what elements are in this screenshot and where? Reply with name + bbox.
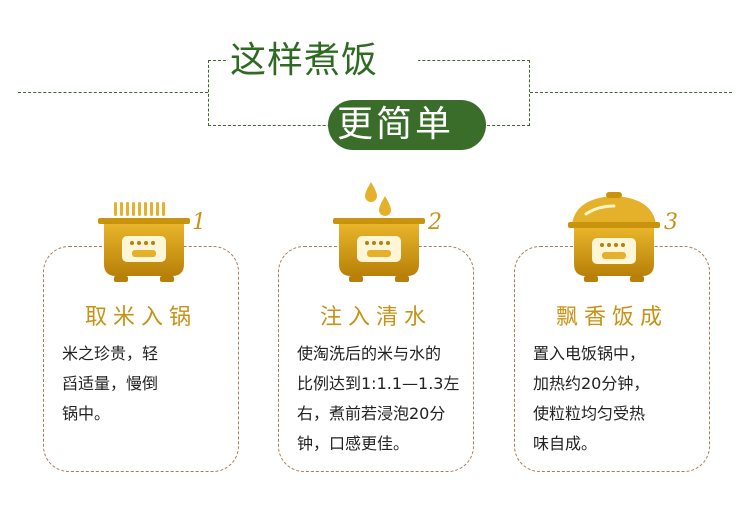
step-description-line: 比例达到1:1.1—1.3左 — [297, 374, 460, 393]
header-subtitle-pill — [328, 100, 486, 150]
header-divider-left — [18, 92, 208, 93]
step-description-line: 使淘洗后的米与水的 — [297, 344, 442, 363]
rice-cooker-water-drops-icon — [333, 182, 425, 282]
step-description-line: 锅中。 — [62, 404, 111, 423]
header-title: 这样煮饭 — [230, 40, 379, 81]
step-description-line: 味自成。 — [533, 434, 598, 453]
header-subtitle: 更简单 — [337, 104, 455, 145]
step-title: 注入清水 — [319, 305, 432, 330]
step-number: 3 — [664, 210, 678, 235]
step-title: 飘香饭成 — [555, 305, 668, 330]
step-number: 2 — [428, 210, 442, 235]
step-description: 置入电饭锅中， 加热约20分钟， 使粒粒均匀受热 味自成。 — [533, 339, 697, 459]
step-description-line: 舀适量，慢倒 — [62, 374, 159, 393]
step-number: 1 — [192, 210, 206, 235]
rice-cooker-grains-icon — [98, 202, 190, 282]
step-description-line: 加热约20分钟， — [533, 374, 650, 393]
step-description: 米之珍贵，轻 舀适量，慢倒 锅中。 — [62, 339, 226, 429]
step-description-line: 钟，口感更佳。 — [297, 434, 410, 453]
step-description-line: 右，煮前若浸泡20分 — [297, 404, 446, 423]
header-divider-right — [530, 92, 732, 93]
step-description: 使淘洗后的米与水的 比例达到1:1.1—1.3左 右，煮前若浸泡20分 钟，口感… — [297, 339, 461, 459]
step-title: 取米入锅 — [84, 305, 197, 330]
step-card-1: 取米入锅 米之珍贵，轻 舀适量，慢倒 锅中。 — [43, 246, 239, 472]
step-description-line: 置入电饭锅中， — [533, 344, 646, 363]
step-description-line: 使粒粒均匀受热 — [533, 404, 646, 423]
rice-cooker-closed-icon — [568, 192, 660, 282]
header-title-backdrop — [228, 40, 418, 80]
section-header: 这样煮饭 更简单 — [0, 0, 750, 170]
step-card-3: 飘香饭成 置入电饭锅中， 加热约20分钟， 使粒粒均匀受热 味自成。 — [514, 246, 710, 472]
step-description-line: 米之珍贵，轻 — [62, 344, 159, 363]
